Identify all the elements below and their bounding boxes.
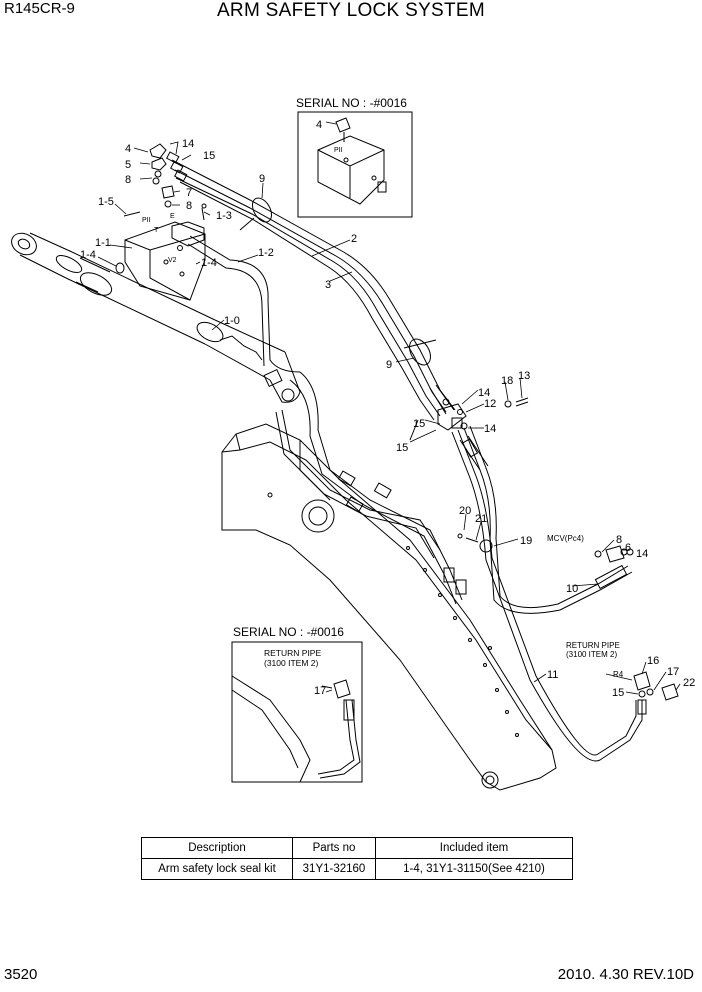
- callout-1-4: 1-4: [80, 249, 96, 261]
- inset-bottom-note-2: (3100 ITEM 2): [264, 658, 318, 668]
- callout-22: 22: [683, 677, 695, 689]
- port-v2-label: V2: [168, 257, 177, 264]
- table-header-row: Description Parts no Included item: [141, 837, 573, 859]
- callout-numbers: 4 14 15 5 8 7 8 1-5 1-3 1-1 1-4 1-4 9 1-…: [80, 138, 695, 699]
- callout-1-2: 1-2: [258, 247, 274, 259]
- callout-3: 3: [325, 279, 331, 291]
- callout-15: 15: [612, 687, 624, 699]
- arm-structure: [221, 423, 557, 791]
- callout-1-4: 1-4: [201, 257, 217, 269]
- column-header: Included item: [375, 837, 573, 859]
- mcv-label: MCV(Pc4): [547, 534, 584, 543]
- inset-top-callout-4: 4: [316, 119, 322, 131]
- callout-1-5: 1-5: [98, 196, 114, 208]
- callout-21: 21: [475, 513, 487, 525]
- page-title: ARM SAFETY LOCK SYSTEM: [216, 0, 486, 21]
- parts-no-cell: 31Y1-32160: [292, 858, 376, 880]
- inset-texts: SERIAL NO : -#0016 4 PII SERIAL NO : -#0…: [233, 96, 407, 697]
- description-cell: Arm safety lock seal kit: [141, 858, 293, 880]
- callout-7: 7: [186, 187, 192, 199]
- included-item-cell: 1-4, 31Y1-31150(See 4210): [375, 858, 573, 880]
- r4-label: R4: [613, 670, 624, 679]
- lock-valve-block: [115, 143, 207, 301]
- callout-20: 20: [459, 505, 471, 517]
- callout-1-3: 1-3: [216, 210, 232, 222]
- callout-15: 15: [413, 418, 425, 430]
- callout-5: 5: [125, 159, 131, 171]
- inset-top: [297, 111, 413, 218]
- callout-10: 10: [566, 583, 578, 595]
- callout-14: 14: [484, 423, 496, 435]
- callout-14: 14: [182, 138, 194, 150]
- callout-16: 16: [647, 655, 659, 667]
- leader-lines: [97, 121, 681, 695]
- inset-bottom-title: SERIAL NO : -#0016: [233, 625, 344, 639]
- port-t-label: T: [154, 227, 159, 234]
- callout-18: 18: [501, 375, 513, 387]
- inset-bottom-callout-17: 17: [314, 685, 326, 697]
- callout-4: 4: [125, 143, 131, 155]
- callout-12: 12: [484, 398, 496, 410]
- callout-8: 8: [616, 534, 622, 546]
- port-e-label: E: [170, 213, 175, 220]
- seal-kit-table: Description Parts no Included item Arm s…: [141, 837, 573, 880]
- callout-13: 13: [518, 370, 530, 382]
- callout-1-1: 1-1: [95, 237, 111, 249]
- callout-14: 14: [478, 387, 490, 399]
- callout-14: 14: [636, 548, 648, 560]
- callout-8: 8: [186, 200, 192, 212]
- callout-9: 9: [386, 359, 392, 371]
- hose-1-2: [187, 235, 467, 605]
- inset-top-title: SERIAL NO : -#0016: [296, 96, 407, 110]
- callout-2: 2: [351, 233, 357, 245]
- hoses-2-3: [166, 151, 456, 421]
- revision-date: 2010. 4.30 REV.10D: [557, 966, 694, 983]
- callout-9: 9: [259, 173, 265, 185]
- callout-19: 19: [520, 535, 532, 547]
- callout-8: 8: [125, 174, 131, 186]
- callout-15: 15: [396, 442, 408, 454]
- callout-17: 17: [667, 666, 679, 678]
- inset-top-port-label: PII: [334, 147, 343, 154]
- arm-cylinder: [11, 232, 301, 403]
- callout-15: 15: [203, 150, 215, 162]
- return-pipe-item-label: (3100 ITEM 2): [566, 650, 617, 659]
- port-pii-label: PII: [142, 217, 151, 224]
- inset-bottom-note-1: RETURN PIPE: [264, 648, 321, 658]
- column-header: Description: [141, 837, 293, 859]
- port-labels: PII T E V2 MCV(Pc4) RETURN PIPE (3100 IT…: [142, 213, 624, 679]
- column-header: Parts no: [292, 837, 376, 859]
- model-number: R145CR-9: [4, 0, 75, 17]
- inset-bottom: [231, 641, 363, 783]
- callout-11: 11: [547, 669, 558, 681]
- callout-6: 6: [625, 542, 631, 554]
- page-number: 3520: [4, 966, 38, 983]
- hoses-10-11: [451, 425, 679, 762]
- callout-1-0: 1-0: [224, 315, 240, 327]
- return-pipe-label: RETURN PIPE: [566, 641, 620, 650]
- table-row: Arm safety lock seal kit 31Y1-32160 1-4,…: [141, 858, 573, 880]
